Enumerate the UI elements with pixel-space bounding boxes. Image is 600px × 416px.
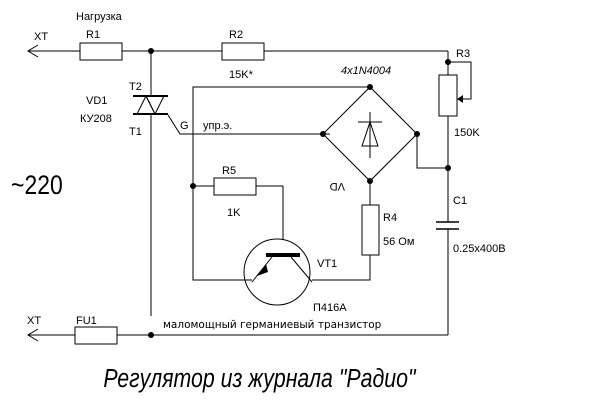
top-rail: [27, 44, 449, 62]
fuse-fu1: [74, 326, 118, 345]
resistor-r5: [213, 177, 257, 196]
fu1-ref: FU1: [76, 315, 97, 327]
r1-ref: R1: [86, 29, 100, 41]
c1-ref: C1: [453, 195, 467, 207]
diode-bridge-vd: [322, 86, 448, 182]
terminal-bottom-label: XT: [27, 315, 41, 327]
r3-ref: R3: [456, 48, 470, 60]
resistor-r4: [361, 204, 380, 256]
page-title: Регулятор из журнала "Радио": [103, 364, 417, 394]
junction-dot: [367, 84, 373, 90]
r2-ref: R2: [229, 29, 243, 41]
r3-value: 150K: [454, 127, 480, 139]
r2-value: 15K*: [229, 69, 254, 81]
bridge-ref: VD: [330, 180, 345, 192]
bridge-part: 4x1N4004: [341, 65, 391, 77]
junction-dot: [190, 183, 196, 189]
vt1-ref: VT1: [317, 258, 337, 270]
triac-pin-t2: T2: [129, 81, 142, 93]
transistor-note: маломощный германиевый транзистор: [163, 319, 382, 331]
triac-pin-t1: T1: [129, 126, 142, 138]
terminal-top-label: XT: [34, 31, 48, 43]
resistor-r2: [221, 42, 265, 61]
junction-dot: [445, 59, 451, 65]
junction-dot: [148, 332, 154, 338]
transistor-vt1: [243, 238, 313, 306]
triac-pin-g: G: [180, 120, 189, 132]
capacitor-c1: [436, 221, 459, 335]
r1-note: Нагрузка: [76, 11, 123, 23]
c1-value: 0.25x400В: [453, 243, 506, 255]
r4-value: 56 Ом: [383, 236, 414, 248]
bottom-rail: [27, 328, 448, 342]
triac-vd1: [133, 51, 330, 316]
r5-ref: R5: [222, 165, 236, 177]
gate-label: упр.э.: [203, 120, 232, 132]
triac-part: КУ208: [80, 113, 112, 125]
r5-value: 1K: [227, 207, 241, 219]
junction-dot: [367, 178, 373, 184]
triac-ref: VD1: [86, 95, 107, 107]
supply-label: ~220: [11, 170, 63, 200]
resistor-r1: [79, 42, 123, 61]
junction-dot: [320, 131, 326, 137]
r4-ref: R4: [383, 212, 397, 224]
vt1-part: П416А: [313, 302, 347, 314]
junction-dot: [445, 165, 451, 171]
junction-dot: [414, 131, 420, 137]
